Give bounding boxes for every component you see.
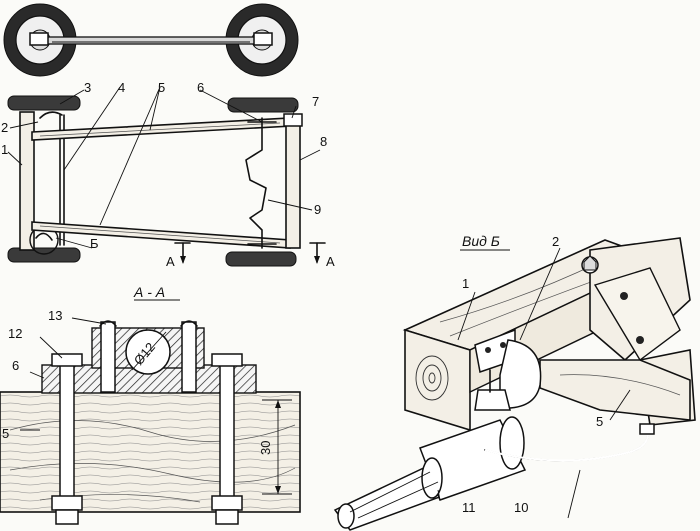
label-12: 12 xyxy=(8,326,22,341)
label-10: 10 xyxy=(514,500,528,515)
label-3: 3 xyxy=(84,80,91,95)
label-6-section: 6 xyxy=(12,358,19,373)
label-7: 7 xyxy=(312,94,319,109)
label-1-view: 1 xyxy=(462,276,469,291)
view-b-isometric xyxy=(333,237,696,531)
label-5-view: 5 xyxy=(596,414,603,429)
front-view-axle xyxy=(3,3,299,77)
label-2: 2 xyxy=(1,120,8,135)
label-section-a-left: А xyxy=(166,254,175,269)
label-9: 9 xyxy=(314,202,321,217)
label-4: 4 xyxy=(118,80,125,95)
label-11: 11 xyxy=(462,500,476,515)
label-section-a-right: А xyxy=(326,254,335,269)
label-5-plan: 5 xyxy=(158,80,165,95)
dimension-30: 30 xyxy=(258,441,273,455)
label-6-plan: 6 xyxy=(197,80,204,95)
plan-view-cart xyxy=(7,86,326,267)
label-5-section: 5 xyxy=(2,426,9,441)
section-a-a xyxy=(0,299,301,525)
title-section-aa: А - А xyxy=(133,284,165,300)
label-2-view: 2 xyxy=(552,234,559,249)
label-callout-b: Б xyxy=(90,236,99,251)
title-view-b: Вид Б xyxy=(462,233,500,249)
label-1: 1 xyxy=(1,142,8,157)
label-13: 13 xyxy=(48,308,62,323)
label-8: 8 xyxy=(320,134,327,149)
